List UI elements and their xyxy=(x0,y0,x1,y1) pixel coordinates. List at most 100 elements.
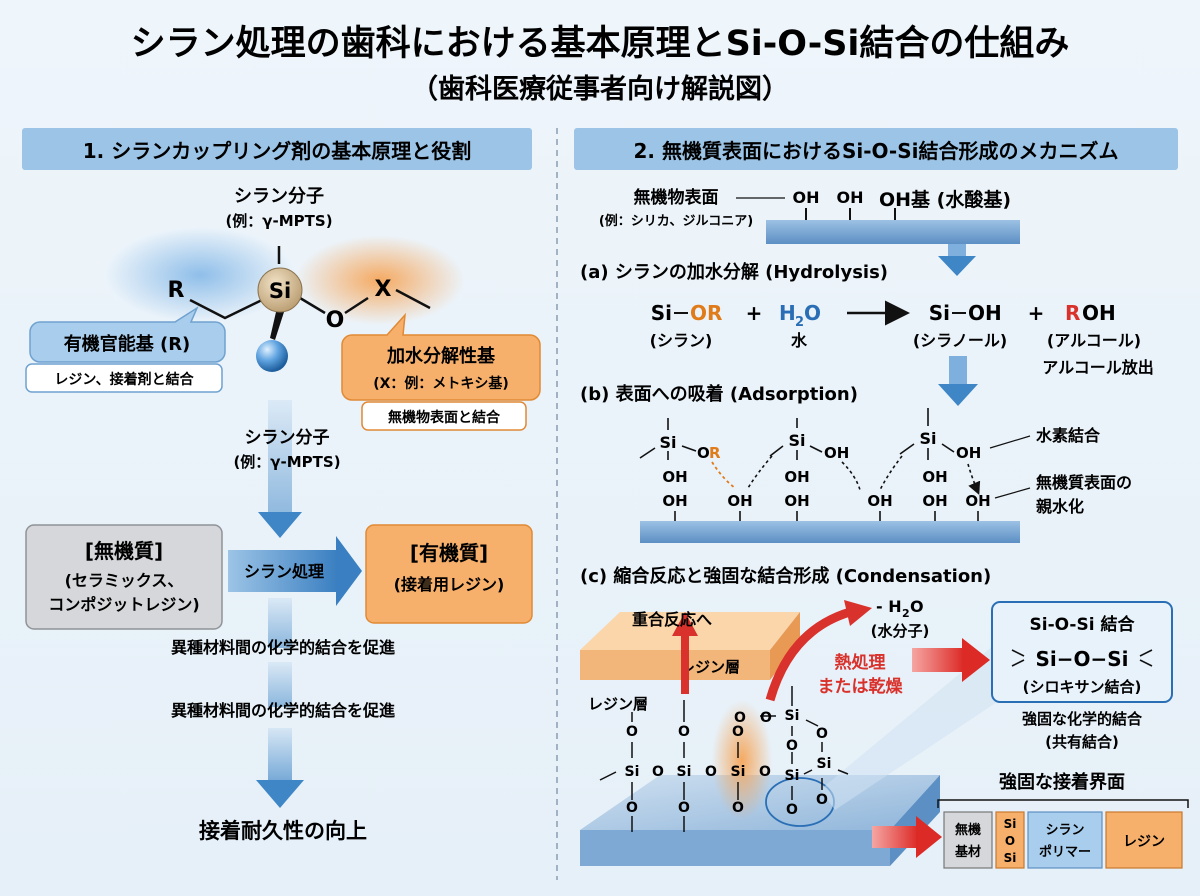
hydrogen-bond-4 xyxy=(879,455,903,491)
surface-example: (例：シリカ、ジルコニア) xyxy=(599,213,753,229)
molecule-label-2: シラン分子 xyxy=(245,428,330,448)
eq-si: Si xyxy=(651,301,672,325)
strong-bond-1: 強固な化学的結合 xyxy=(1022,710,1143,728)
label-hydrogen-bond: 水素結合 xyxy=(1036,426,1101,445)
b-si-1: Si xyxy=(659,433,676,452)
right-section-header-bg xyxy=(574,128,1178,170)
net-o-2: O xyxy=(678,724,690,740)
hydrogen-bond-3 xyxy=(841,461,861,491)
net-si-2: Si xyxy=(677,764,692,780)
siosi-box xyxy=(991,601,1173,703)
inorganic-line1: (セラミックス、 xyxy=(65,571,184,590)
polymerization-shaft xyxy=(681,634,689,694)
b-si-2: Si xyxy=(788,431,805,450)
organic-sub: (接着用レジン) xyxy=(394,575,505,594)
oh-group-label: OH基 (水酸基) xyxy=(879,188,1011,211)
step-a-title: (a) シランの加水分解 (Hydrolysis) xyxy=(580,261,888,283)
atom-si: Si xyxy=(269,279,291,303)
net-si-6: Si xyxy=(817,756,832,772)
heat-arrow-shaft xyxy=(912,648,964,672)
intro-oh-2: OH xyxy=(837,188,864,207)
net-o-13: O xyxy=(816,726,828,742)
silicon-atom xyxy=(257,267,303,313)
organic-group-label: 有機官能基 (R) xyxy=(64,333,191,355)
arrow-right-icon-heat xyxy=(962,638,990,682)
minus-h: - H xyxy=(876,597,902,616)
substituent-ball xyxy=(256,340,288,372)
arrow-down-icon-a xyxy=(938,256,976,276)
silane-molecule-3 xyxy=(899,408,955,460)
inorganic-line2: コンポジットレジン) xyxy=(48,595,199,614)
surface-oh-5: OH xyxy=(922,492,947,510)
surface-oh-1: OH xyxy=(662,492,687,510)
hydrogen-bond-2 xyxy=(747,455,773,489)
resin-layer-label: レジン層 xyxy=(680,658,740,676)
organic-bond-text: レジン、接着剤と結合 xyxy=(54,371,194,388)
net-o-4: O xyxy=(652,764,664,780)
step-b-title: (b) 表面への吸着 (Adsorption) xyxy=(580,383,858,405)
layer-siosi xyxy=(995,811,1025,869)
water-molecule-label: (水分子) xyxy=(871,622,930,640)
promote-shaft-1 xyxy=(268,598,292,648)
resin-front xyxy=(580,650,770,680)
label-silane: (シラン) xyxy=(650,331,713,350)
layer-si-1: Si xyxy=(1004,817,1017,831)
organic-bond-box xyxy=(25,363,223,393)
heat-label-1: 熱処理 xyxy=(835,652,886,673)
b-oh-3a: OH xyxy=(956,444,981,462)
molecule-example: (例：γ-MPTS) xyxy=(225,212,332,230)
arrow-a-shaft xyxy=(948,244,966,258)
net-o-7: O xyxy=(626,800,638,816)
silane-molecule-1 xyxy=(639,418,697,460)
siloxane-label: (シロキサン結合) xyxy=(1023,678,1142,696)
label-polymerization: 重合反応へ xyxy=(632,610,712,629)
hydrophilic-leader xyxy=(994,487,1031,499)
layer-polymer-1: シラン xyxy=(1045,823,1084,838)
net-o-3: O xyxy=(732,724,744,740)
arrow-b-shaft xyxy=(949,356,967,386)
silane-molecule-2 xyxy=(769,418,823,460)
surface-label: 無機物表面 xyxy=(634,187,719,208)
surface-oh-2: OH xyxy=(727,492,752,510)
arrow-down-icon xyxy=(258,512,302,538)
arrow-right-icon-interface xyxy=(916,816,942,858)
surface-oh-6: OH xyxy=(965,492,990,510)
net-o-11: O xyxy=(760,710,772,726)
organic-group-callout xyxy=(29,306,226,363)
left-flow-shaft xyxy=(268,400,292,520)
label-water: 水 xyxy=(791,331,808,350)
net-o-1: O xyxy=(626,724,638,740)
hydrolyzable-example: (X：例：メトキシ基) xyxy=(373,375,509,392)
layer-inorganic-2: 基材 xyxy=(954,844,981,860)
zoom-cone xyxy=(820,640,1000,810)
interface-title: 強固な接着界面 xyxy=(999,771,1125,793)
layer-si-3: Si xyxy=(1004,851,1017,865)
b-or-o: O xyxy=(697,444,710,462)
siosi-title: Si-O-Si 結合 xyxy=(1030,614,1136,635)
interface-bracket xyxy=(937,799,1189,808)
layer-resin-label: レジン xyxy=(1123,834,1165,850)
layer-si-2: O xyxy=(1005,834,1015,848)
layer-inorganic xyxy=(943,811,993,869)
label-hydrophilic-2: 親水化 xyxy=(1036,497,1084,516)
b-or-r: R xyxy=(709,444,721,462)
resin-side xyxy=(770,612,800,680)
intro-oh-1: OH xyxy=(793,188,820,207)
inorganic-title: [無機質] xyxy=(85,539,163,563)
label-hydrophilic-1: 無機質表面の xyxy=(1036,473,1132,492)
organic-box xyxy=(365,524,533,624)
promote-text-2: 異種材料間の化学的結合を促進 xyxy=(171,701,395,720)
net-o-5: O xyxy=(705,764,717,780)
eq-silanol-oh: OH xyxy=(968,301,1002,325)
atom-x: X xyxy=(375,277,392,302)
eq-roh-oh: OH xyxy=(1082,301,1116,325)
b-si-3: Si xyxy=(919,429,936,448)
net-o-14: O xyxy=(816,792,828,808)
resin-layer-label-2: レジン層 xyxy=(588,695,648,713)
left-section-header-bg xyxy=(22,128,532,170)
eq-o: O xyxy=(804,301,821,325)
atom-r: R xyxy=(168,278,185,303)
step-c-title: (c) 縮合反応と強固な結合形成 (Condensation) xyxy=(580,565,991,587)
minus-o: O xyxy=(910,597,924,616)
molecule-example-2: (例：γ-MPTS) xyxy=(233,453,340,471)
